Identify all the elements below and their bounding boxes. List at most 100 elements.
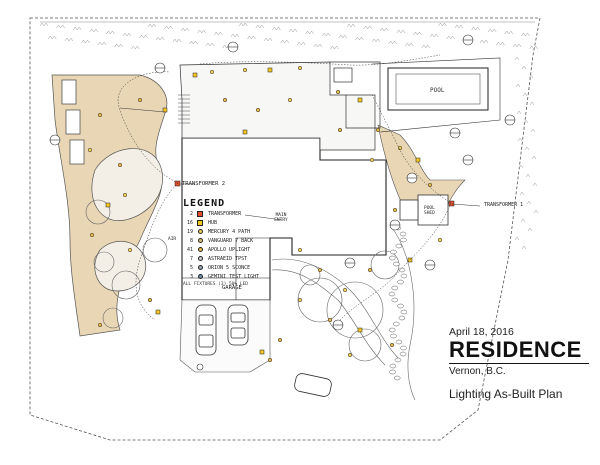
transformer-2-label: TRANSFORMER 2 [182, 181, 226, 187]
shrub-mark [321, 32, 331, 37]
shrub-mark [515, 83, 521, 88]
shrub-band [39, 22, 539, 250]
shrub-mark [520, 218, 526, 223]
shrub-mark [122, 32, 132, 37]
stone [388, 255, 396, 261]
dot-icon [196, 247, 204, 252]
light-fixture-marker [287, 97, 293, 103]
stone [395, 339, 403, 345]
legend-label: HUB [208, 219, 218, 226]
stone [389, 369, 396, 375]
plan-location: Vernon, B.C. [449, 366, 506, 377]
legend-label: ORION 5 SCONCE [208, 264, 251, 271]
hub-marker [259, 349, 265, 355]
hub-marker [105, 202, 111, 208]
legend-label: ASTRAEID TPST [208, 255, 248, 262]
shrub-mark [522, 92, 528, 97]
hub-marker [267, 67, 273, 73]
legend-count: 3 [189, 273, 193, 280]
shrub-mark [525, 173, 531, 178]
shrub-mark [487, 28, 497, 33]
shrub-mark [496, 41, 505, 46]
shrub-mark [155, 36, 165, 41]
light-fixture-marker [397, 145, 403, 151]
stone [398, 315, 406, 321]
light-fixture-marker [255, 107, 261, 113]
light-fixture-marker [427, 182, 433, 188]
shrub-mark [247, 35, 256, 40]
transformer-1-label: TRANSFORMER 1 [484, 202, 524, 208]
shrub-mark [106, 30, 115, 35]
legend-title: LEGEND [183, 198, 226, 209]
light-fixture-marker [337, 127, 343, 133]
shrub-mark [64, 37, 74, 42]
shrub-mark [346, 23, 356, 28]
stone [399, 351, 407, 357]
shrub-mark [189, 40, 198, 45]
hub-marker [155, 309, 161, 315]
light-fixture-marker [222, 97, 228, 103]
dot-icon [196, 238, 204, 243]
callout-leaders [119, 107, 481, 221]
hub-marker [357, 327, 363, 333]
stone [393, 261, 400, 267]
garden-beds [91, 148, 163, 292]
stone [391, 285, 398, 291]
shrub-mark [413, 31, 422, 36]
shrub-mark [363, 25, 372, 30]
light-fixture-marker [297, 247, 303, 253]
shrub-mark [255, 24, 265, 29]
shrub-mark [288, 28, 298, 33]
garage-label: GARAGE [222, 285, 242, 291]
shrub-mark [72, 26, 82, 31]
stone [393, 321, 400, 327]
shrub-mark [523, 119, 529, 124]
shrub-mark [518, 164, 524, 169]
plan-title: RESIDENCE [449, 337, 582, 362]
dot-icon [196, 229, 204, 234]
legend-count: 16 [186, 219, 193, 226]
hub-marker [242, 129, 248, 135]
light-fixture-marker [97, 322, 103, 328]
shrub-mark [305, 30, 314, 35]
legend-label: GEMINI TEST LIGHT [208, 273, 260, 280]
light-fixture-marker [327, 317, 333, 323]
shrub-mark [512, 43, 522, 48]
pool-shed [399, 194, 449, 226]
light-fixture-marker [97, 112, 103, 118]
stone [400, 237, 407, 243]
legend-count: 19 [186, 228, 193, 235]
square-icon [196, 210, 204, 217]
legend-row: 16 HUB [183, 218, 283, 227]
shrub-mark [280, 39, 289, 44]
shrub-mark [164, 25, 173, 30]
dot-icon [196, 274, 204, 279]
stone [391, 297, 399, 303]
shrub-mark [371, 38, 381, 43]
stone [400, 309, 408, 315]
shrub-mark [139, 34, 148, 39]
address-marker [196, 363, 204, 371]
plan-subtitle: Lighting As-Built Plan [449, 387, 563, 401]
stone [400, 273, 408, 279]
light-fixture-marker [147, 297, 153, 303]
stone [399, 231, 407, 237]
legend-label: MERCURY 4 PATH [208, 228, 251, 235]
title-block: April 18, 2016 RESIDENCE Vernon, B.C. Li… [449, 326, 599, 401]
stone [397, 279, 404, 285]
hub-marker [357, 97, 363, 103]
shrub-mark [197, 29, 206, 34]
shrub-mark [263, 37, 273, 42]
shrub-mark [396, 29, 406, 34]
shrub-mark [527, 227, 533, 232]
light-fixture-marker [392, 207, 398, 213]
light-fixture-marker [87, 147, 93, 153]
shrub-mark [421, 44, 431, 49]
stone [389, 363, 397, 369]
fixture-tags [49, 34, 516, 331]
shrub-mark [529, 45, 538, 50]
